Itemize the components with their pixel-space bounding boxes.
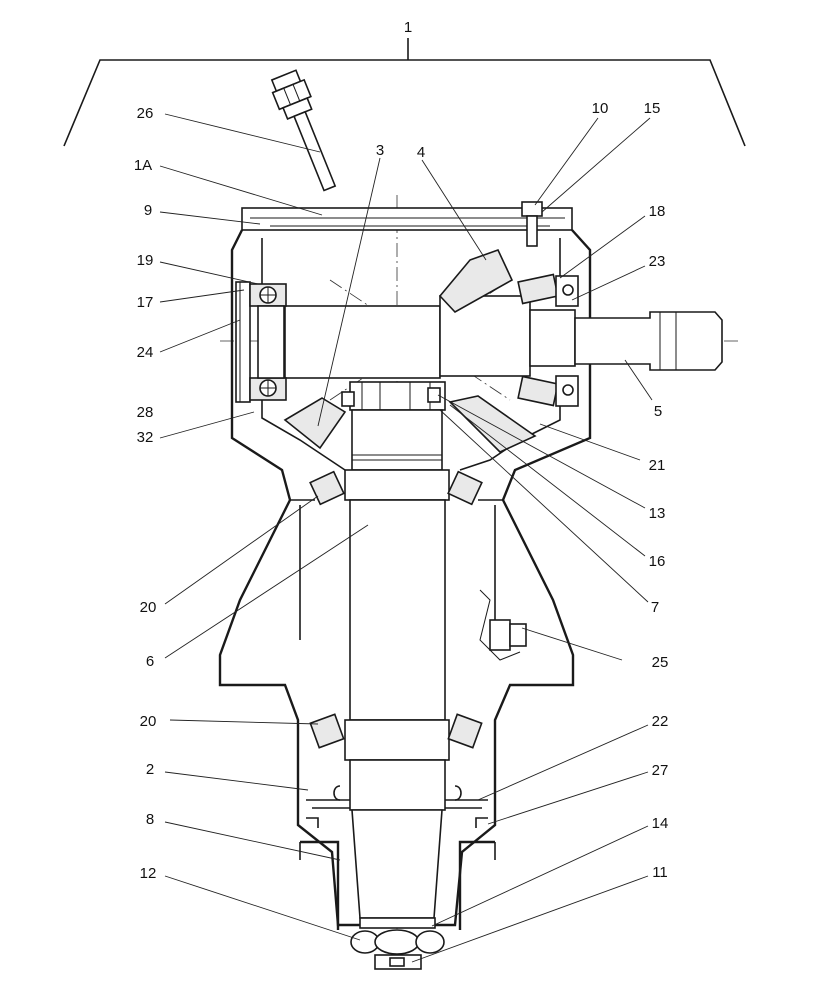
input-shaft	[284, 295, 723, 379]
callout-15: 15	[644, 100, 661, 117]
callout-7: 7	[651, 599, 659, 616]
drain-plug	[479, 589, 527, 661]
output-shaft	[344, 409, 450, 919]
callout-10: 10	[592, 100, 609, 117]
right-bearing-seal	[517, 273, 579, 407]
callout-5: 5	[654, 403, 662, 420]
callout-12: 12	[140, 865, 157, 882]
callout-9: 9	[144, 202, 152, 219]
callout-18: 18	[649, 203, 666, 220]
pinion-gear	[438, 249, 514, 314]
callout-24: 24	[137, 344, 154, 361]
callout-labels: 1 26 1A 3 4 10 15 9 18 19 23 17 24 5 28 …	[134, 19, 669, 882]
callout-26: 26	[137, 105, 154, 122]
lower-tapered-bearings	[309, 713, 483, 749]
callout-14: 14	[652, 815, 669, 832]
callout-20-upper: 20	[140, 599, 157, 616]
callout-23: 23	[649, 253, 666, 270]
callout-1: 1	[404, 19, 412, 36]
assembly-bracket	[63, 38, 746, 147]
callout-17: 17	[137, 294, 154, 311]
callout-32: 32	[137, 429, 154, 446]
callout-19: 19	[137, 252, 154, 269]
castle-nut	[350, 917, 445, 970]
callout-22: 22	[652, 713, 669, 730]
callout-20-lower: 20	[140, 713, 157, 730]
upper-tapered-bearings	[309, 470, 483, 506]
callout-13: 13	[649, 505, 666, 522]
callout-1A: 1A	[134, 157, 152, 174]
callout-11: 11	[652, 864, 668, 881]
leader-lines	[159, 113, 653, 963]
lower-seal	[306, 785, 488, 828]
breather-plug	[270, 69, 337, 192]
callout-4: 4	[417, 144, 425, 161]
callout-27: 27	[652, 762, 669, 779]
callout-28: 28	[137, 404, 154, 421]
callout-8: 8	[146, 811, 154, 828]
callout-16: 16	[649, 553, 666, 570]
ring-gear	[283, 381, 537, 453]
callout-21: 21	[649, 457, 666, 474]
left-bearing-cap	[235, 281, 287, 403]
callout-6: 6	[146, 653, 154, 670]
callout-2: 2	[146, 761, 154, 778]
callout-25: 25	[652, 654, 669, 671]
callout-3: 3	[376, 142, 384, 159]
flange-yoke	[299, 840, 496, 930]
top-bolt	[521, 201, 543, 247]
